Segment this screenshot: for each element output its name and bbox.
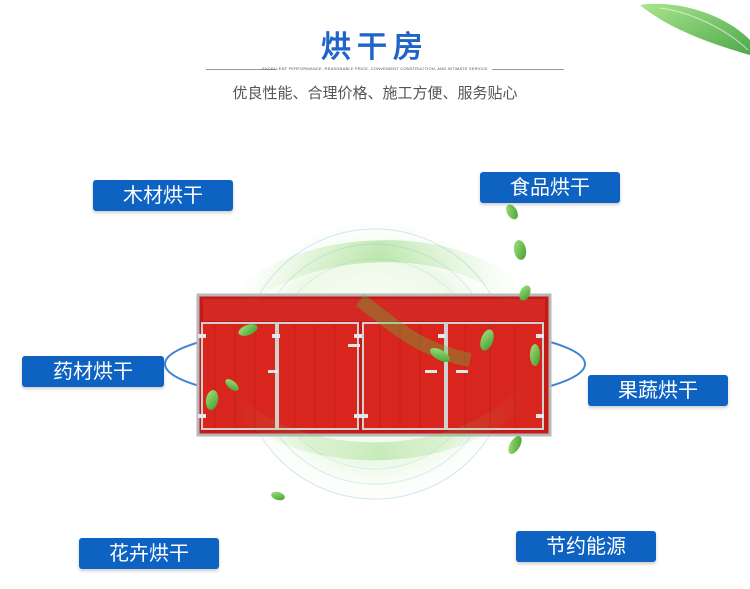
label-energy-saving: 节约能源	[516, 531, 656, 562]
page-title: 烘干房	[321, 30, 429, 65]
label-flower-drying: 花卉烘干	[79, 538, 219, 569]
label-fruit-veg-drying: 果蔬烘干	[588, 375, 728, 406]
leaf-icon	[205, 204, 540, 501]
label-food-drying: 食品烘干	[480, 172, 620, 203]
tagline-small: EXCELLENT PERFORMANCE, REASONABLE PRICE,…	[262, 66, 488, 71]
label-wood-drying: 木材烘干	[93, 180, 233, 211]
title-rule-left	[206, 69, 276, 70]
page-subtitle: 优良性能、合理价格、施工方便、服务贴心	[232, 84, 518, 102]
label-medicine-drying: 药材烘干	[22, 356, 164, 387]
title-rule-right	[492, 69, 564, 70]
corner-leaf-icon	[640, 3, 750, 56]
